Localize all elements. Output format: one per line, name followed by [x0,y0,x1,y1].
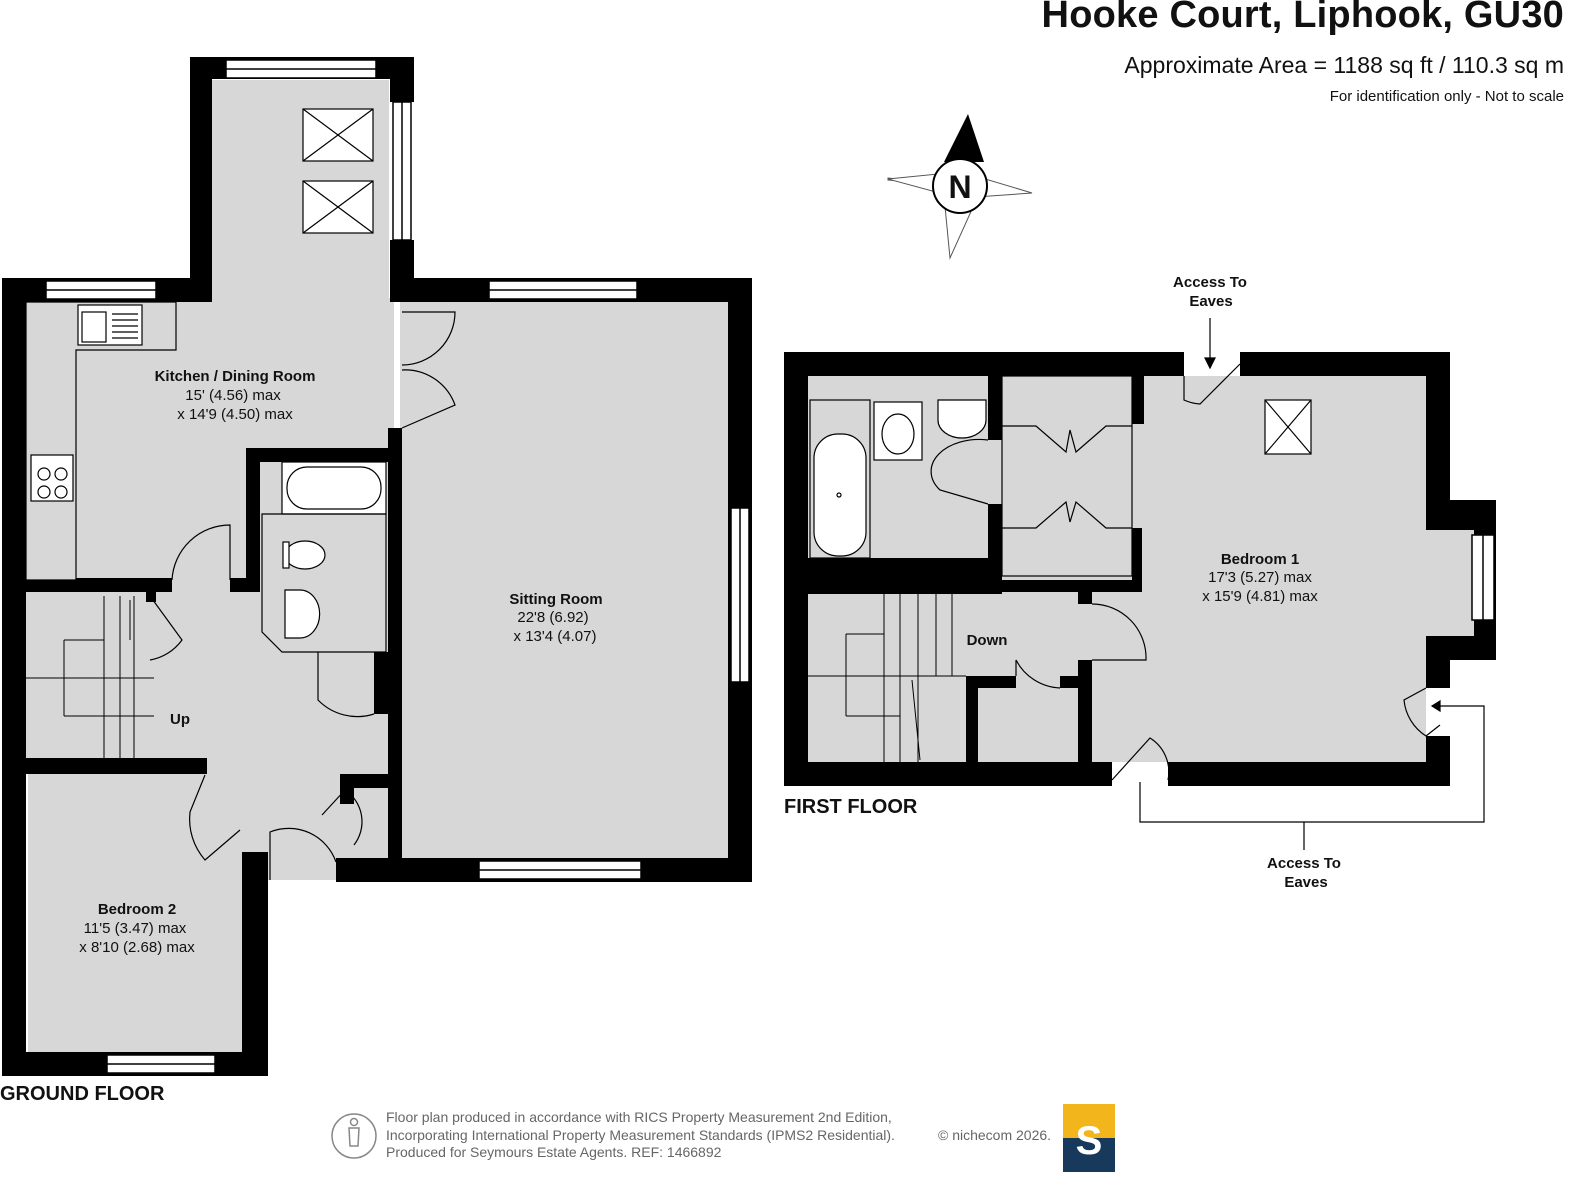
first-floor-plan [784,318,1496,850]
bedroom-2-name: Bedroom 2 [98,901,176,918]
room-labels: Kitchen / Dining Room 15' (4.56) max x 1… [79,274,1341,956]
bedroom-2-dim-1: 11'5 (3.47) max [84,920,187,937]
area-summary: Approximate Area = 1188 sq ft / 110.3 sq… [1124,52,1564,78]
kitchen-dim-1: 15' (4.56) max [185,387,281,404]
kitchen-name: Kitchen / Dining Room [155,368,316,385]
bay-window [1471,534,1495,621]
eaves-bottom-line-1: Access To [1267,855,1341,872]
ground-stairs [26,596,154,758]
footer-line-1: Floor plan produced in accordance with R… [386,1109,892,1125]
footer-line-2: Incorporating International Property Mea… [386,1126,895,1143]
bedroom-2-floor [28,773,242,1053]
stairs-up-label: Up [170,711,190,728]
compass-rose: N [887,114,1033,260]
ground-floor-title: GROUND FLOOR [0,1083,165,1105]
sitting-room-dim-2: x 13'4 (4.07) [514,628,597,645]
ground-doors [149,311,456,880]
ground-floor-plan [2,57,752,1076]
bathroom-fittings [261,461,387,653]
plan-title: Hooke Court, Liphook, GU30 [1041,0,1564,36]
first-floor-title: FIRST FLOOR [784,796,918,818]
bedroom-1-dim-2: x 15'9 (4.81) max [1202,588,1318,605]
copyright-text: © nichecom 2026. [938,1127,1052,1143]
bedroom-1-name: Bedroom 1 [1221,551,1299,568]
person-icon [331,1113,377,1159]
first-doors [930,363,1441,781]
logo-letter: S [1076,1119,1103,1163]
stairs-down-label: Down [967,632,1008,649]
sitting-room-name: Sitting Room [509,591,602,608]
agent-logo: S [1063,1104,1115,1172]
bedroom-skylight [1264,399,1312,455]
kitchen-dim-2: x 14'9 (4.50) max [177,406,293,423]
compass-north-letter: N [948,169,971,205]
kitchen-fittings [25,301,177,581]
bedroom-2-dim-2: x 8'10 (2.68) max [79,939,195,956]
footer-line-3: Produced for Seymours Estate Agents. REF… [386,1144,722,1160]
eaves-markers [1139,318,1485,850]
kitchen-skylights [302,108,374,234]
first-stairs [808,594,966,762]
footer-notes: Floor plan produced in accordance with R… [386,1109,895,1162]
scale-note: For identification only - Not to scale [1329,88,1564,105]
ground-windows [45,59,750,1074]
wardrobes [1001,375,1133,577]
sitting-room-dim-1: 22'8 (6.92) [517,609,588,626]
eaves-bottom-line-2: Eaves [1284,874,1327,891]
eaves-top-line-2: Eaves [1189,293,1232,310]
sitting-room-floor [400,298,730,858]
eaves-top-line-1: Access To [1173,274,1247,291]
bedroom-1-dim-1: 17'3 (5.27) max [1208,569,1312,586]
ensuite-fittings [809,399,987,559]
